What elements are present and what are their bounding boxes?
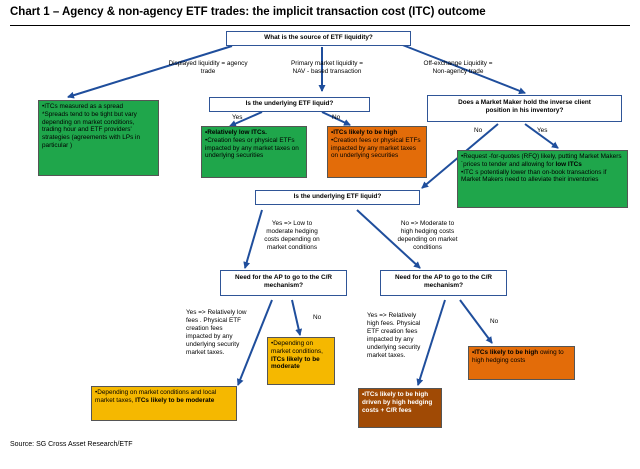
arrow-root-left: [67, 45, 233, 99]
arrow-liquid-yes: [229, 111, 263, 127]
label-yes-mm: Yes: [537, 127, 548, 134]
label-no-top: No: [332, 114, 341, 121]
arrow-mid-no: [356, 209, 421, 269]
arrow-root-right: [399, 43, 526, 95]
title-rule: [10, 25, 630, 26]
label-yes-top: Yes: [232, 114, 243, 121]
chart-title: Chart 1 – Agency & non-agency ETF trades…: [10, 6, 486, 18]
label-off-exchange: Off-exchange Liquidity =Non-agency trade: [423, 60, 493, 75]
label-no-mm: No: [474, 127, 483, 134]
arrow-apr-no: [459, 299, 493, 344]
label-no-left: No: [313, 314, 322, 321]
arrow-mid-yes: [243, 209, 263, 269]
label-primary-market: Primary market liquidity =NAV - based tr…: [291, 60, 363, 75]
question-market-maker-inventory: Does a Market Maker hold the inverse cli…: [427, 95, 622, 122]
outcome-spread: •ITCs measured as a spread *Spreads tend…: [38, 100, 159, 176]
outcome-rfq: •Request -for-quotes (RFQ) likely, putti…: [457, 150, 628, 208]
outcome-high-cr-fees: •ITCs likely to be high driven by high h…: [358, 388, 442, 428]
outcome-high-itc: •ITCs likely to be high •Creation fees o…: [327, 126, 427, 178]
outcome-depending-moderate: •Depending on market conditions, ITCs li…: [267, 337, 335, 385]
source-note: Source: SG Cross Asset Research/ETF: [10, 441, 133, 448]
arrow-liquid-no: [321, 111, 351, 126]
outcome-bottom-moderate: •Depending on market conditions and loca…: [91, 386, 237, 421]
question-underlying-liquid-mid: Is the underlying ETF liquid?: [255, 190, 420, 205]
question-ap-cr-right: Need for the AP to go to the C/R mechani…: [380, 270, 507, 296]
arrow-mm-yes: [524, 123, 559, 149]
outcome-low-itc: •Relatively low ITCs. •Creation fees or …: [201, 126, 307, 178]
arrow-apr-yes: [416, 299, 446, 386]
outcome-high-hedging: •ITCs likely to be high owing to high he…: [468, 346, 575, 380]
label-no-right: No: [490, 318, 499, 325]
question-liquidity-source: What is the source of ETF liquidity?: [226, 31, 411, 46]
question-underlying-liquid-top: Is the underlying ETF liquid?: [209, 97, 370, 112]
arrow-apl-no: [291, 299, 303, 336]
question-ap-cr-left: Need for the AP to go to the C/R mechani…: [220, 270, 347, 296]
arrow-apl-yes: [236, 299, 273, 386]
